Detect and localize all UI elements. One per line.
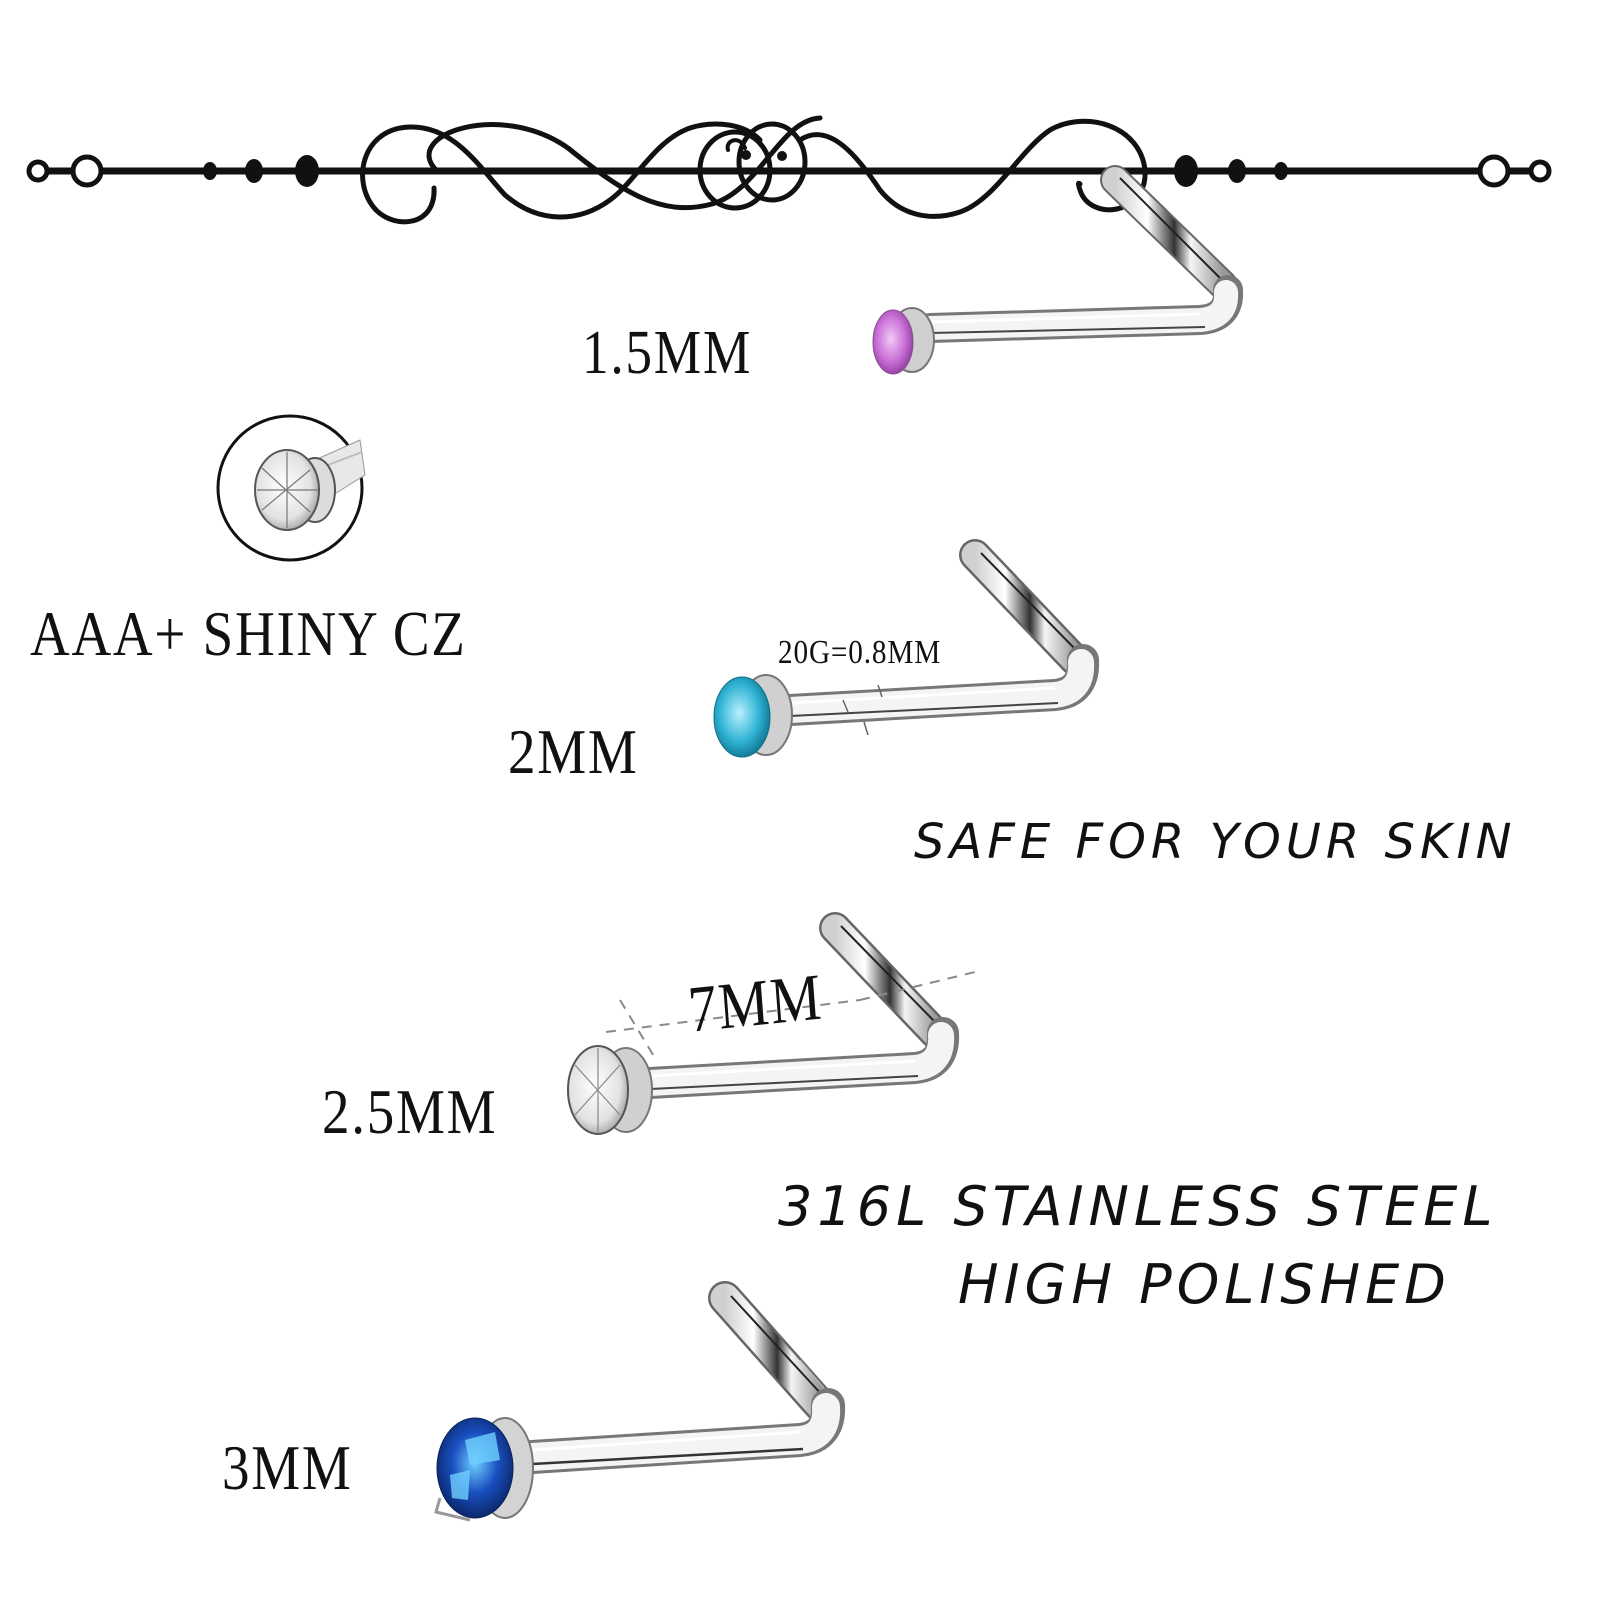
polish-claim: HIGH POLISHED: [958, 1253, 1451, 1316]
safety-claim: SAFE FOR YOUR SKIN: [914, 814, 1517, 870]
size-label-2mm: 2MM: [508, 716, 639, 787]
size-label-3mm: 3MM: [222, 1432, 353, 1503]
size-label-1-5mm: 1.5MM: [582, 319, 753, 387]
decorative-divider: [26, 115, 1552, 225]
size-label-2-5mm: 2.5MM: [322, 1076, 498, 1147]
material-claim: 316L STAINLESS STEEL: [778, 1175, 1498, 1238]
gauge-label: 20G=0.8MM: [778, 634, 942, 671]
cz-quality-label: AAA+ SHINY CZ: [30, 598, 467, 669]
